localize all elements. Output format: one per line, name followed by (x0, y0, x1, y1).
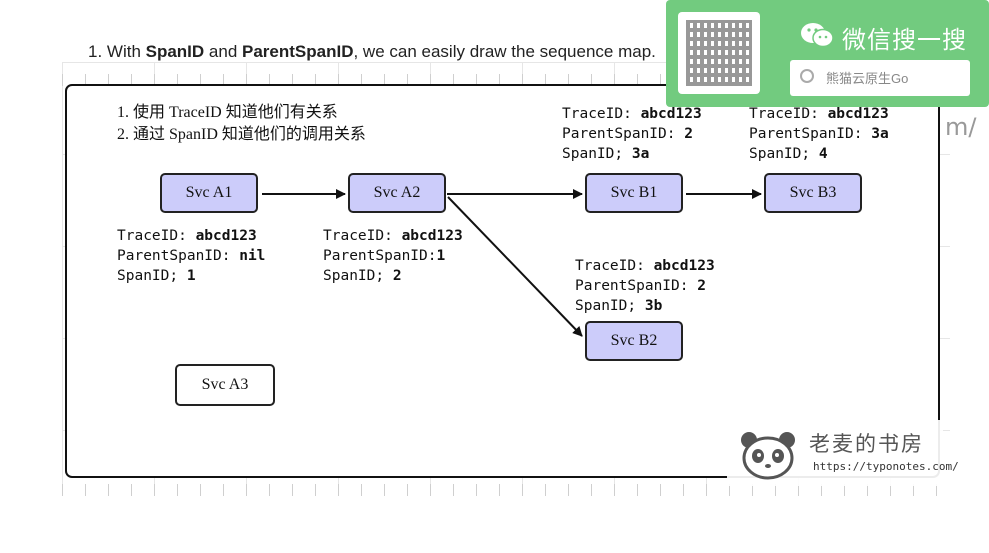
note-spanid: 2. 通过 SpanID 知道他们的调用关系 (117, 126, 366, 143)
wechat-icon (801, 23, 834, 48)
caption-prefix: 1. With (88, 42, 146, 61)
arrow-a2-b2 (447, 196, 583, 337)
span-info-a1: TraceID: abcd123 ParentSpanID: nil SpanI… (117, 228, 266, 284)
panda-icon (741, 432, 795, 480)
watermark-title: 老麦的书房 (809, 432, 924, 456)
caption-term-spanid: SpanID (145, 42, 205, 61)
caption: 1. With SpanID and ParentSpanID, we can … (88, 42, 656, 62)
svc-b2-node: Svc B2 (585, 321, 683, 361)
svc-b3-node: Svc B3 (764, 173, 862, 213)
url-fragment: m/ (945, 113, 977, 141)
wechat-search-banner[interactable]: 微信搜一搜 熊猫云原生Go (666, 0, 989, 107)
svc-a2-node: Svc A2 (348, 173, 446, 213)
sequence-diagram: 1. 使用 TraceID 知道他们有关系 2. 通过 SpanID 知道他们的… (65, 84, 940, 478)
notes: 1. 使用 TraceID 知道他们有关系 2. 通过 SpanID 知道他们的… (117, 102, 366, 146)
wechat-search-query: 熊猫云原生Go (826, 71, 909, 86)
span-info-b3: TraceID: abcd123 ParentSpanID: 3a SpanID… (749, 106, 889, 162)
span-info-a2: TraceID: abcd123 ParentSpanID:1 SpanID; … (323, 228, 463, 284)
qr-code (678, 12, 760, 94)
caption-middle: and (204, 42, 242, 61)
wechat-search-input[interactable]: 熊猫云原生Go (790, 60, 970, 96)
svc-b1-node: Svc B1 (585, 173, 683, 213)
note-traceid: 1. 使用 TraceID 知道他们有关系 (117, 104, 338, 121)
svc-a3-node: Svc A3 (175, 364, 275, 406)
caption-suffix: , we can easily draw the sequence map. (353, 42, 656, 61)
call-arrows (262, 189, 762, 337)
ruler-bottom (62, 484, 950, 496)
search-icon (800, 69, 814, 83)
watermark: 老麦的书房 https://typonotes.com/ (727, 420, 959, 486)
span-info-b1: TraceID: abcd123 ParentSpanID: 2 SpanID;… (562, 106, 702, 162)
caption-term-parentspanid: ParentSpanID (242, 42, 354, 61)
wechat-search-title: 微信搜一搜 (842, 26, 967, 54)
watermark-url: https://typonotes.com/ (813, 460, 959, 473)
span-info-b2: TraceID: abcd123 ParentSpanID: 2 SpanID;… (575, 258, 715, 314)
svc-a1-node: Svc A1 (160, 173, 258, 213)
